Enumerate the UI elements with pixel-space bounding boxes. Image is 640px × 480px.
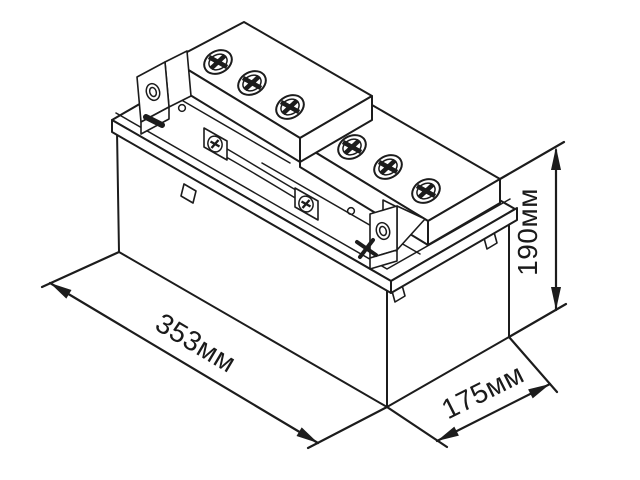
height-dimension-label: 190мм — [512, 188, 543, 276]
arrowhead — [551, 147, 561, 170]
rim-right-band — [390, 207, 518, 294]
left-cover-end — [299, 95, 373, 163]
arrowhead — [528, 384, 550, 399]
extension-line — [507, 335, 559, 394]
extension-line — [306, 405, 389, 450]
vent-plug-icon — [203, 49, 233, 75]
extension-line — [507, 302, 568, 339]
dimension-line — [48, 281, 320, 445]
minus-terminal-mark — [143, 114, 165, 128]
vent-plug-icon — [411, 178, 441, 204]
lid-hole — [177, 103, 187, 113]
terminal-hole — [145, 82, 161, 102]
terminal-hole — [375, 221, 391, 241]
carry-handle — [203, 127, 319, 221]
arrowhead — [551, 287, 561, 310]
lid-apron-line — [177, 97, 291, 164]
arrowhead — [437, 426, 459, 441]
length-dimension-label: 353мм — [150, 307, 241, 379]
lid-hole — [346, 206, 356, 216]
arrowhead — [296, 427, 318, 443]
plus-terminal-mark — [355, 238, 378, 259]
vent-plug-icon — [337, 134, 367, 160]
case-clip — [180, 183, 197, 204]
rim-inner-edge — [115, 112, 511, 270]
arrowhead — [50, 283, 72, 299]
handle-wire — [221, 145, 302, 194]
handle-boss — [203, 127, 228, 161]
extension-line — [40, 250, 121, 289]
right-cover-end — [427, 178, 501, 246]
handle-boss — [294, 187, 319, 221]
vent-plugs — [203, 49, 441, 204]
positive-terminal-bracket — [369, 199, 426, 270]
terminal-base — [369, 249, 398, 270]
extension-line — [498, 140, 566, 181]
vent-plug-icon — [373, 154, 403, 180]
dimension-height: 190мм — [498, 140, 568, 339]
terminal-front-plate — [369, 205, 398, 259]
